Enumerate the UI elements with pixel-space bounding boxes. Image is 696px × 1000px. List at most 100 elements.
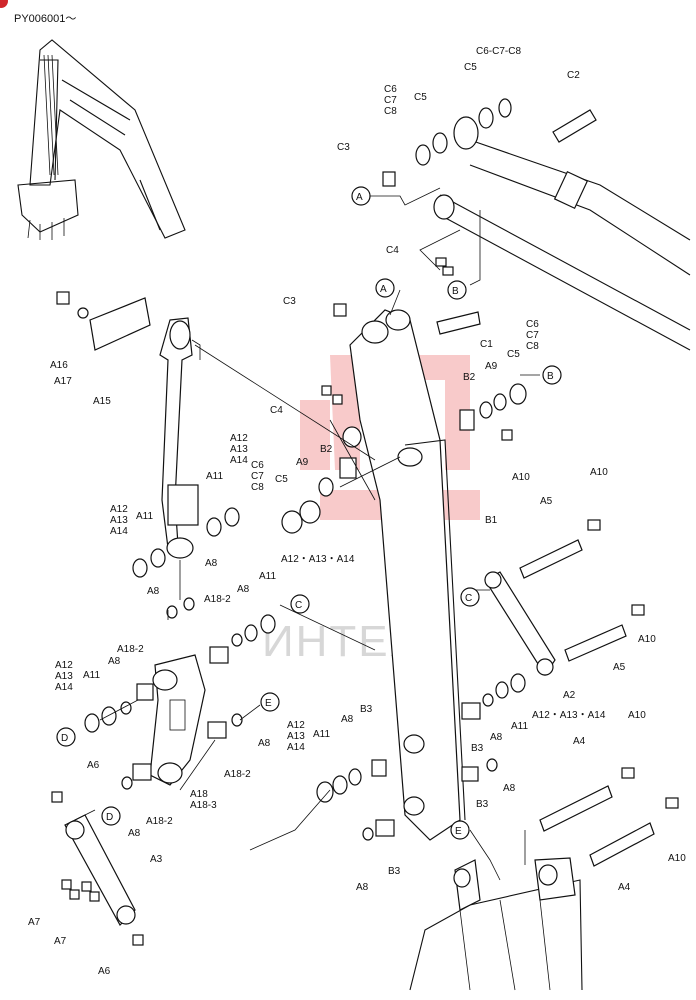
label-c8-b: C8 <box>526 341 539 352</box>
label-a18-3: A18-3 <box>190 800 217 811</box>
bucket-cylinder <box>159 317 201 559</box>
label-a15: A15 <box>93 396 111 407</box>
label-a14-d: A14 <box>287 742 305 753</box>
ref-e-bottom: E <box>455 826 462 837</box>
label-a10-bottom: A10 <box>668 853 686 864</box>
label-a4-bottom: A4 <box>618 882 631 893</box>
bucket-bracket <box>409 857 583 991</box>
label-a16: A16 <box>50 360 68 371</box>
label-a13-d: A13 <box>287 731 305 742</box>
label-a12-d: A12 <box>287 720 305 731</box>
label-c8-c: C8 <box>251 482 264 493</box>
ref-c-left: C <box>295 600 302 611</box>
ref-e-left: E <box>265 698 272 709</box>
label-a10-right: A10 <box>638 634 656 645</box>
bolt-a16 <box>56 291 70 305</box>
link-a18 <box>149 654 206 786</box>
ref-circle-a-mid <box>375 278 395 298</box>
label-a5-bottom: A5 <box>613 662 626 673</box>
label-c6-a: C6 <box>384 84 397 95</box>
reference-circles: A B A B C C E D D E <box>56 186 562 840</box>
link-a2 <box>484 571 556 677</box>
label-a12-a: A12 <box>230 433 248 444</box>
label-a13-b: A13 <box>110 515 128 526</box>
label-a5-top: A5 <box>540 496 553 507</box>
label-a12-c: A12 <box>55 660 73 671</box>
label-a8-d: A8 <box>108 656 121 667</box>
label-a3: A3 <box>150 854 163 865</box>
ref-d-left: D <box>61 733 68 744</box>
pin-a5-upper <box>519 539 583 579</box>
label-a10-top: A10 <box>590 467 608 478</box>
ref-circle-b-right <box>542 365 562 385</box>
label-b3-b: B3 <box>360 704 373 715</box>
label-a11-f: A11 <box>313 729 330 740</box>
pin-c2 <box>552 109 597 143</box>
label-a8-h: A8 <box>128 828 141 839</box>
label-a11-e: A11 <box>511 721 528 732</box>
pin-c1 <box>436 311 481 335</box>
label-c4-top: C4 <box>386 245 399 256</box>
label-c8-a: C8 <box>384 106 397 117</box>
label-a11-b: A11 <box>136 511 153 522</box>
label-c2: C2 <box>567 70 580 81</box>
label-b3-c: B3 <box>476 799 489 810</box>
ref-circle-e-left <box>260 692 280 712</box>
label-a11-d: A11 <box>83 670 100 681</box>
ref-c-right: C <box>465 593 472 604</box>
link-a3 <box>64 814 136 926</box>
bushings-and-washers <box>51 98 679 946</box>
label-a8-b: A8 <box>147 586 160 597</box>
label-a10-low: A10 <box>628 710 646 721</box>
corner-badge <box>0 0 8 8</box>
label-c6-c: C6 <box>251 460 264 471</box>
label-c4-mid: C4 <box>270 405 283 416</box>
label-a7-b: A7 <box>54 936 67 947</box>
label-b2-right: B2 <box>463 372 476 383</box>
label-a8-f: A8 <box>341 714 354 725</box>
label-a13-c: A13 <box>55 671 73 682</box>
arm-cylinder <box>433 116 691 351</box>
pin-a4-upper <box>539 785 613 832</box>
serial-range: PY006001～ <box>14 13 77 25</box>
label-a11-c: A11 <box>259 571 276 582</box>
label-a14-c: A14 <box>55 682 73 693</box>
label-b3-a: B3 <box>471 743 484 754</box>
label-c6-b: C6 <box>526 319 539 330</box>
label-a8-j: A8 <box>356 882 369 893</box>
label-a13-a: A13 <box>230 444 248 455</box>
label-a4-top: A4 <box>573 736 586 747</box>
label-b3-d: B3 <box>388 866 401 877</box>
label-a9-right: A9 <box>485 361 498 372</box>
label-b1: B1 <box>485 515 498 526</box>
washer-a17 <box>77 307 89 319</box>
label-a14-b: A14 <box>110 526 128 537</box>
ref-circle-b-top <box>447 280 467 300</box>
label-a8-e: A8 <box>490 732 503 743</box>
inset-excavator-sketch <box>17 39 186 240</box>
ref-d-bottom: D <box>106 812 113 823</box>
label-a8-a: A8 <box>205 558 218 569</box>
label-c5-a: C5 <box>414 92 427 103</box>
ref-a-top: A <box>356 192 363 203</box>
pins <box>436 109 655 867</box>
ref-circle-c-right <box>460 587 480 607</box>
label-a10-mid: A10 <box>512 472 530 483</box>
pin-a5-lower <box>564 624 627 662</box>
label-a17: A17 <box>54 376 72 387</box>
label-c5-c: C5 <box>275 474 288 485</box>
cover-plate <box>89 297 151 351</box>
label-c1: C1 <box>480 339 493 350</box>
label-a18: A18 <box>190 789 208 800</box>
ref-b-top: B <box>452 286 459 297</box>
arm-body <box>342 309 466 841</box>
label-a7-a: A7 <box>28 917 41 928</box>
ref-circle-d-bottom <box>101 806 121 826</box>
label-a6-top: A6 <box>87 760 100 771</box>
label-a18-2-c: A18-2 <box>224 769 251 780</box>
label-c5-top: C5 <box>464 62 477 73</box>
label-a2: A2 <box>563 690 576 701</box>
pin-a4-lower <box>589 822 655 867</box>
label-c7-b: C7 <box>526 330 539 341</box>
